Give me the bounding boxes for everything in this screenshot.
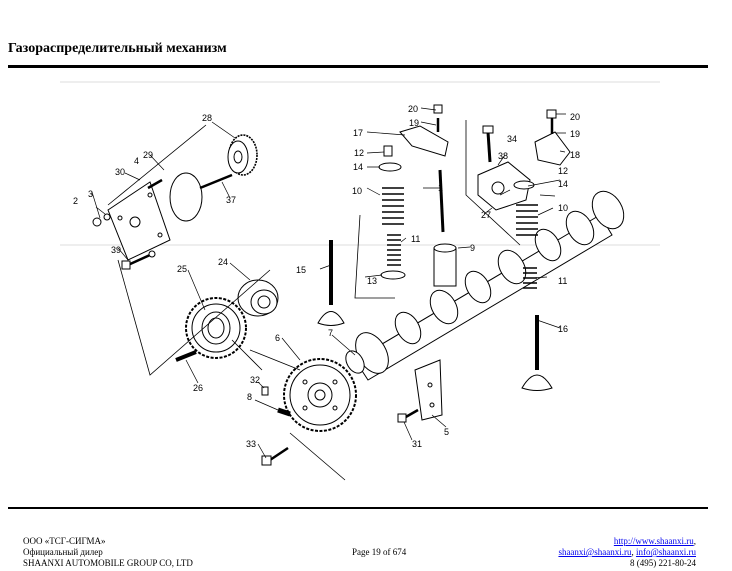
part-label: 31	[412, 439, 422, 449]
part-labels: 1 2 3 4 5 6 7 8 9 10 11 12 13 14 15 16 1…	[73, 104, 580, 449]
company-name: ООО «ТСГ-СИГМА»	[23, 536, 106, 546]
part-label: 29	[143, 150, 153, 160]
part-label: 10	[352, 186, 362, 196]
page-title: Газораспределительный механизм	[8, 41, 227, 56]
part-label: 26	[193, 383, 203, 393]
footer-rule	[8, 507, 708, 509]
email-link-shaanxi[interactable]: shaanxi@shaanxi.ru	[558, 547, 632, 557]
part-label: 20	[570, 112, 580, 122]
part-label: 9	[470, 243, 475, 253]
part-label: 16	[558, 324, 568, 334]
cam-gear	[283, 358, 357, 432]
part-label: 25	[177, 264, 187, 274]
tappet-9	[433, 243, 457, 287]
camshaft	[345, 190, 625, 381]
part-label: 11	[411, 234, 420, 244]
part-label: 14	[558, 179, 568, 189]
part-label: 1	[438, 183, 443, 193]
o-ring	[169, 172, 203, 222]
part-label: 30	[115, 167, 125, 177]
part-label: 17	[353, 128, 363, 138]
website-link[interactable]: http://www.shaanxi.ru	[613, 536, 694, 546]
idler-gear	[185, 297, 247, 359]
part-label: 38	[498, 151, 508, 161]
part-label: 32	[250, 375, 260, 385]
part-label: 13	[367, 276, 377, 286]
group-name: SHAANXI AUTOMOBILE GROUP CO, LTD	[23, 558, 193, 568]
part-label: 28	[202, 113, 212, 123]
phone-number: 8 (495) 221-80-24	[630, 558, 696, 568]
part-label: 14	[353, 162, 363, 172]
website-suffix: ,	[693, 536, 696, 546]
footer-contacts: http://www.shaanxi.ru, shaanxi@shaanxi.r…	[558, 536, 696, 569]
part-label: 5	[444, 427, 449, 437]
part-label: 20	[408, 104, 418, 114]
part-label: 19	[570, 129, 580, 139]
part-label: 6	[275, 333, 280, 343]
part-label: 18	[570, 150, 580, 160]
exploded-parts-diagram: 1 2 3 4 5 6 7 8 9 10 11 12 13 14 15 16 1…	[60, 81, 660, 481]
email-link-info[interactable]: info@shaanxi.ru	[635, 547, 696, 557]
part-label: 2	[73, 196, 78, 206]
part-label: 12	[558, 166, 568, 176]
part-label: 33	[246, 439, 256, 449]
footer-company-info: ООО «ТСГ-СИГМА» Официальный дилер SHAANX…	[23, 536, 193, 569]
cover-plate	[107, 181, 171, 261]
part-label: 10	[558, 203, 568, 213]
valve-15	[317, 240, 345, 326]
valve-16	[521, 315, 553, 391]
bolt-4	[147, 178, 163, 190]
idler-hub	[237, 279, 279, 317]
part-label: 37	[226, 195, 236, 205]
email-separator: ,	[631, 547, 636, 557]
part-label: 27	[481, 210, 491, 220]
page-number: Page 19 of 674	[352, 547, 407, 557]
part-label: 39	[111, 245, 121, 255]
part-label: 15	[296, 265, 306, 275]
bolt-37	[199, 173, 233, 190]
part-label: 11	[558, 276, 567, 286]
part-label: 12	[354, 148, 364, 158]
header-rule	[8, 65, 708, 68]
part-label: 7	[328, 328, 333, 338]
part-label: 4	[134, 156, 139, 166]
part-label: 8	[247, 392, 252, 402]
dealer-text: Официальный дилер	[23, 547, 103, 557]
part-label: 34	[507, 134, 517, 144]
part-label: 19	[409, 118, 419, 128]
drive-gear	[227, 134, 258, 176]
part-label: 3	[88, 189, 93, 199]
part-label: 24	[218, 257, 228, 267]
